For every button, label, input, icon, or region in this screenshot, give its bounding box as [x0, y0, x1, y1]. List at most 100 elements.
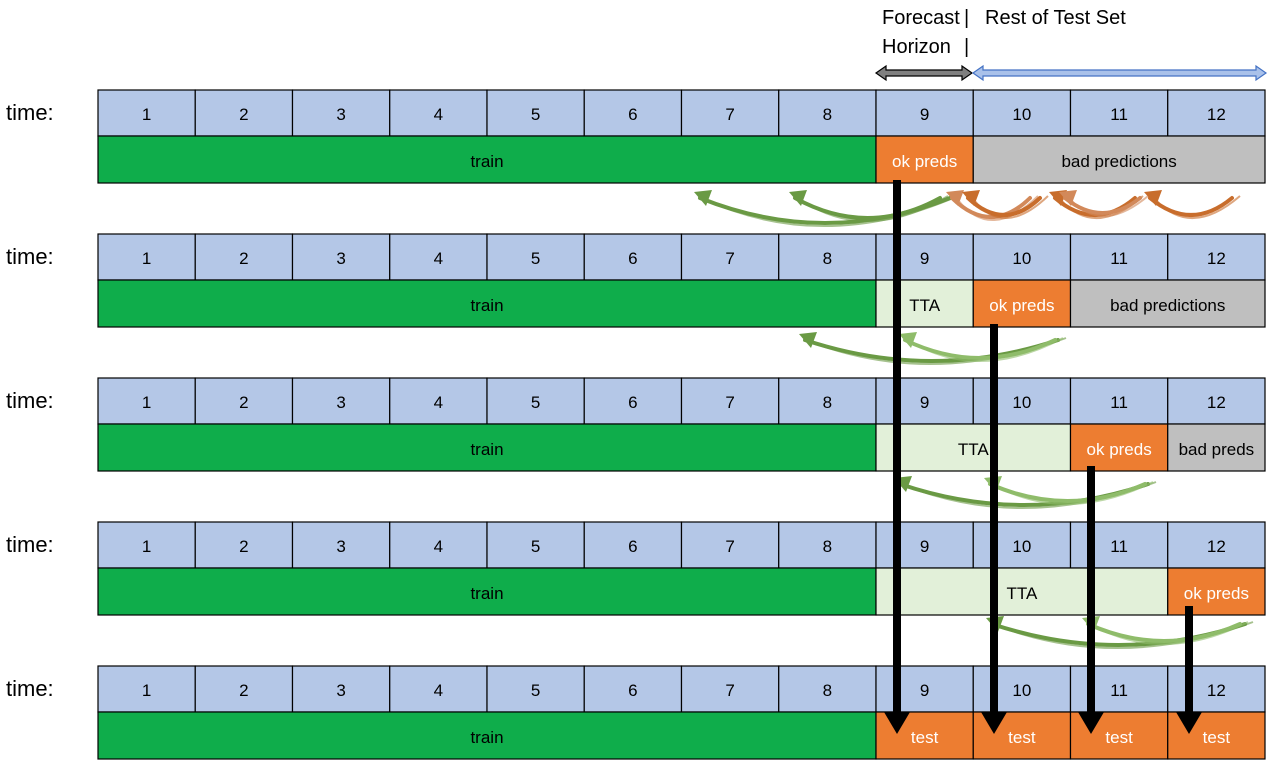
feedback-arrow — [899, 332, 1064, 363]
time-step-label: 10 — [1012, 537, 1031, 556]
feedback-arrow — [962, 190, 1049, 219]
forecast-horizon-label: Forecast — [882, 7, 960, 29]
segment-train — [97, 279, 877, 328]
test-arrows — [884, 180, 1202, 734]
feedback-arrows — [694, 190, 1254, 650]
feedback-arrow — [984, 476, 1154, 505]
time-cell — [972, 377, 1072, 425]
time-cell — [194, 521, 294, 569]
time-cell — [972, 665, 1072, 713]
time-step-label: 7 — [725, 537, 734, 556]
time-cell — [680, 233, 780, 281]
time-step-label: 3 — [336, 249, 345, 268]
time-step-label: 5 — [531, 249, 540, 268]
segment-tta — [875, 279, 974, 328]
time-step-label: 2 — [239, 249, 248, 268]
time-step-label: 3 — [336, 681, 345, 700]
feedback-arrow — [789, 190, 949, 223]
time-cell — [389, 89, 488, 137]
feedback-arrow — [894, 476, 1157, 510]
rest-of-test-set-label: Rest of Test Set — [985, 7, 1126, 29]
time-label: time: — [6, 244, 54, 269]
time-step-label: 6 — [628, 393, 637, 412]
time-step-label: 7 — [725, 249, 734, 268]
time-step-label: 10 — [1012, 249, 1031, 268]
segment-label: bad predictions — [1110, 296, 1225, 315]
time-cell — [291, 233, 391, 281]
time-step-label: 1 — [142, 105, 151, 124]
segment-label: test — [1008, 728, 1036, 747]
time-step-label: 1 — [142, 393, 151, 412]
time-label: time: — [6, 676, 54, 701]
time-cell — [486, 233, 585, 281]
segment-train — [97, 567, 877, 616]
time-step-label: 4 — [434, 249, 443, 268]
time-label: time: — [6, 388, 54, 413]
time-step-label: 11 — [1110, 105, 1128, 124]
time-step-label: 12 — [1207, 537, 1226, 556]
time-cell — [778, 377, 877, 425]
segment-label: TTA — [958, 440, 990, 459]
time-step-label: 3 — [336, 105, 345, 124]
time-step-label: 8 — [823, 393, 832, 412]
segment-label: test — [1105, 728, 1133, 747]
forecast-horizon-label-line2: Horizon — [882, 36, 951, 58]
time-cell — [1167, 377, 1266, 425]
segment-label: bad preds — [1179, 440, 1255, 459]
segment-label: train — [470, 152, 503, 171]
segment-label: ok preds — [892, 152, 957, 171]
time-step-label: 7 — [725, 105, 734, 124]
time-cell — [486, 89, 585, 137]
feedback-arrow — [946, 190, 1039, 221]
time-cell — [778, 233, 877, 281]
time-label: time: — [6, 532, 54, 557]
time-step-label: 4 — [434, 537, 443, 556]
time-step-label: 7 — [725, 393, 734, 412]
segment-ok — [1167, 567, 1266, 616]
time-step-label: 9 — [920, 105, 929, 124]
time-cell — [583, 377, 683, 425]
time-cell — [194, 377, 294, 425]
time-step-label: 8 — [823, 105, 832, 124]
time-step-label: 6 — [628, 105, 637, 124]
header-separator-line2: | — [964, 36, 969, 58]
time-cell — [972, 89, 1072, 137]
time-cell — [1069, 665, 1169, 713]
time-cell — [291, 521, 391, 569]
time-cell — [389, 665, 488, 713]
time-step-label: 9 — [920, 393, 929, 412]
segment-train — [97, 135, 877, 184]
time-step-label: 10 — [1012, 681, 1031, 700]
time-cell — [583, 521, 683, 569]
time-step-label: 1 — [142, 681, 151, 700]
time-step-label: 1 — [142, 249, 151, 268]
time-cell — [486, 377, 585, 425]
time-step-label: 2 — [239, 105, 248, 124]
time-step-label: 12 — [1207, 681, 1226, 700]
time-cell — [1069, 377, 1169, 425]
time-step-label: 4 — [434, 681, 443, 700]
time-step-label: 2 — [239, 393, 248, 412]
segment-tta — [875, 423, 1072, 472]
time-cell — [194, 233, 294, 281]
test-arrow — [884, 180, 910, 734]
time-cell — [389, 521, 488, 569]
feedback-arrow — [1059, 190, 1149, 217]
time-step-label: 1 — [142, 537, 151, 556]
time-step-label: 11 — [1110, 537, 1128, 556]
time-cell — [972, 233, 1072, 281]
time-step-label: 8 — [823, 249, 832, 268]
time-step-label: 4 — [434, 105, 443, 124]
segment-label: TTA — [1006, 584, 1038, 603]
segment-label: test — [1203, 728, 1231, 747]
time-step-label: 11 — [1110, 681, 1128, 700]
segment-ok — [972, 279, 1072, 328]
time-cell — [389, 377, 488, 425]
time-step-label: 12 — [1207, 105, 1226, 124]
time-cell — [1167, 665, 1266, 713]
segment-label: train — [470, 728, 503, 747]
